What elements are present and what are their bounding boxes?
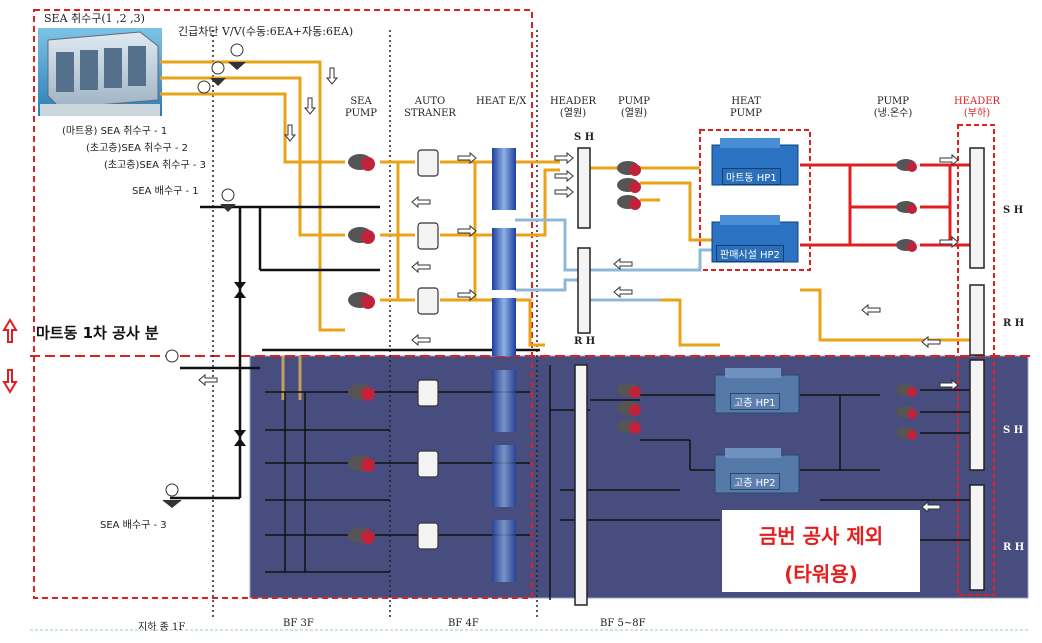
outlet-3-label: SEA 배수구 - 3 [100, 520, 167, 532]
valve-intake-1 [228, 44, 246, 70]
rh-right-top-tag: R H [1003, 318, 1024, 330]
load-pump-3 [896, 239, 917, 252]
header-load-header: HEADER (부하) [948, 96, 1006, 120]
intake-3-label: (초고층)SEA 취수구 - 3 [104, 160, 206, 172]
hp4-label: 고층 HP2 [730, 473, 780, 490]
outlet-1-label: SEA 배수구 - 1 [132, 186, 199, 198]
valve-outlet-2 [166, 350, 178, 362]
heat-exchanger-4 [492, 370, 516, 432]
floor-label-4: BF 5~8F [600, 618, 646, 629]
heat-exchanger-2 [492, 228, 516, 290]
heat-ex-header: HEAT E/X [476, 96, 526, 108]
valve-outlet-3 [162, 484, 182, 508]
source-pump-2 [617, 178, 641, 193]
sea-pump-2 [348, 227, 375, 244]
rh-right-bot-tag: R H [1003, 542, 1024, 554]
phase2-prefix: 고층 [38, 372, 66, 393]
sea-intake-label: SEA 취수구(1 ,2 ,3) [44, 13, 145, 26]
floor-label-2: BF 3F [283, 618, 314, 629]
phase-arrows [4, 320, 16, 392]
phase-up-arrow [4, 320, 16, 342]
rh-left-tag: R H [574, 336, 595, 348]
valve-intake-2 [210, 62, 226, 86]
sea-pump-header: SEA PUMP [343, 96, 379, 120]
auto-strainer-4 [418, 380, 438, 406]
heat-exchanger-6 [492, 520, 516, 582]
hp3-label: 고층 HP1 [730, 393, 780, 410]
sh-right-bot-tag: S H [1003, 425, 1023, 437]
floor-label-1: 지하 종 1F [138, 618, 185, 633]
heat-exchanger-3 [492, 298, 516, 356]
auto-strainer-2 [418, 223, 438, 249]
exclusion-box: 금번 공사 제외 (타워용) [722, 510, 920, 592]
auto-strainer-5 [418, 451, 438, 477]
lower-load-return-header [970, 485, 984, 590]
phase-down-arrow [4, 370, 16, 392]
hp2-label: 판매시설 HP2 [716, 245, 784, 262]
sea-pump-1 [348, 154, 375, 171]
phase1-label: 마트동 1차 공사 분 [36, 322, 159, 343]
load-return-header [970, 285, 984, 355]
pump-cold-header: PUMP (냉.온수) [868, 96, 918, 120]
lower-source-header [575, 365, 587, 605]
lower-load-supply-header [970, 360, 984, 470]
valves [162, 44, 246, 508]
exclusion-line-2: (타워용) [722, 558, 920, 587]
hp1-label: 마트동 HP1 [722, 168, 781, 185]
auto-strainer-1 [418, 150, 438, 176]
source-pump-1 [617, 161, 641, 176]
load-pump-2 [896, 201, 917, 214]
header-heat-header: HEADER (열원) [548, 96, 598, 120]
source-pump-3 [617, 195, 641, 210]
valve-outlet-1 [220, 189, 236, 212]
heat-exchanger-5 [492, 445, 516, 507]
auto-strainer-header: AUTO STRANER [400, 96, 460, 120]
floor-label-3: BF 4F [448, 618, 479, 629]
exclusion-line-1: 금번 공사 제외 [722, 520, 920, 549]
intake-2-label: (초고층)SEA 취수구 - 2 [86, 143, 188, 155]
pump-heat-header: PUMP (열원) [614, 96, 654, 120]
outlet-2-label: SEA 배수구 - 2 [98, 392, 165, 404]
heat-pump-header: HEAT PUMP [726, 96, 766, 120]
phase2-label: 2차 공사 분 [100, 372, 176, 393]
sea-intake-building [38, 28, 162, 116]
emergency-valve-label: 긴급차단 V/V(수동:6EA+자동:6EA) [178, 26, 353, 39]
auto-strainer-6 [418, 523, 438, 549]
source-return-header [578, 248, 590, 333]
intake-1-label: (마트용) SEA 취수구 - 1 [62, 126, 167, 138]
heat-exchanger-1 [492, 148, 516, 210]
sh-left-tag: S H [574, 132, 594, 144]
load-supply-header [970, 148, 984, 268]
supply-pipes [800, 165, 970, 245]
source-supply-header [578, 148, 590, 228]
sea-pump-3 [348, 292, 375, 309]
sh-right-top-tag: S H [1003, 205, 1023, 217]
load-pump-1 [896, 159, 917, 172]
valve-intake-3 [198, 81, 210, 93]
auto-strainer-3 [418, 288, 438, 314]
